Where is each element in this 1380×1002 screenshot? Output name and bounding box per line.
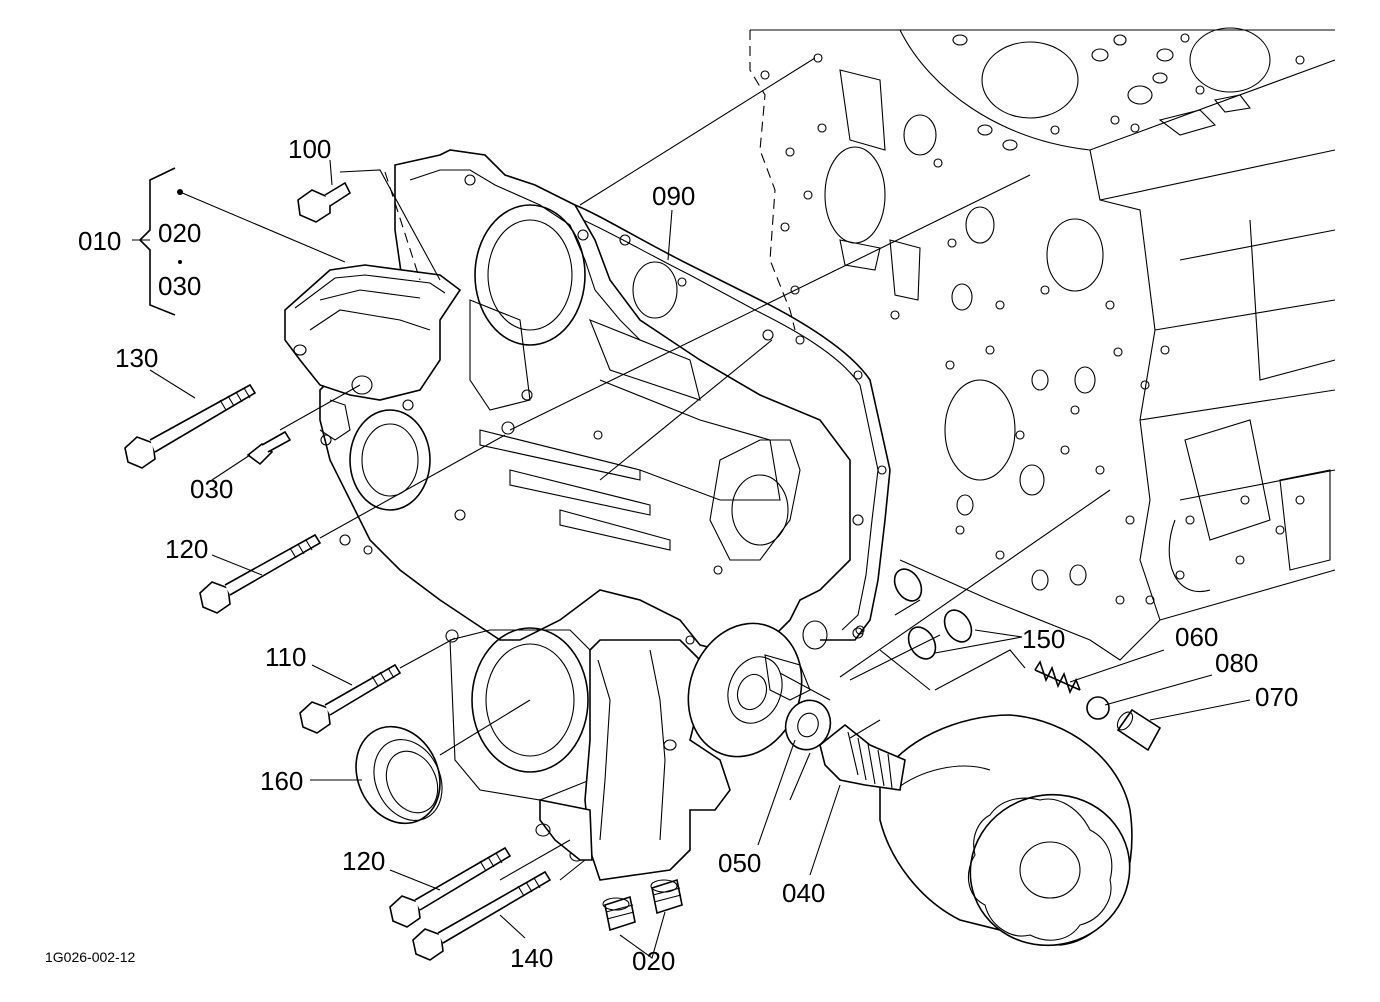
thermostat-housing-010 (284, 264, 462, 441)
bolt-100 (297, 181, 352, 223)
label-090: 090 (652, 181, 695, 211)
nipple-040 (819, 723, 906, 791)
o-rings-150 (893, 568, 973, 660)
label-070: 070 (1255, 682, 1298, 712)
part-labels: 010 020 030 100 090 130 030 120 110 160 … (45, 134, 1298, 976)
bolt-120-lower (389, 846, 512, 928)
label-010: 010 (78, 226, 121, 256)
bolt-140 (412, 870, 552, 961)
oil-seal-160 (355, 725, 443, 825)
label-160: 160 (260, 766, 303, 796)
gasket-090 (574, 204, 891, 641)
leader-lines (132, 159, 1251, 959)
label-020-group: 020 (158, 218, 201, 248)
label-150: 150 (1022, 624, 1065, 654)
gasket-050 (784, 699, 832, 751)
label-020: 020 (632, 946, 675, 976)
label-120-lower: 120 (342, 846, 385, 876)
label-040: 040 (782, 878, 825, 908)
bolt-130 (124, 383, 257, 469)
oil-filter-cartridge (879, 714, 1133, 947)
relief-valve-parts (1034, 660, 1162, 752)
bolt-120-upper (199, 533, 322, 614)
label-030: 030 (190, 474, 233, 504)
label-100: 100 (288, 134, 331, 164)
bolt-110 (299, 663, 402, 734)
label-080: 080 (1215, 648, 1258, 678)
plugs-020 (602, 878, 683, 932)
label-050: 050 (718, 848, 761, 878)
label-140: 140 (510, 943, 553, 973)
label-060: 060 (1175, 622, 1218, 652)
label-130: 130 (115, 343, 158, 373)
reference-code: 1G026-002-12 (45, 949, 136, 965)
label-030-group: 030 (158, 271, 201, 301)
label-120-upper: 120 (165, 534, 208, 564)
engine-block (749, 27, 1336, 661)
label-110: 110 (265, 642, 306, 672)
bolt-030 (246, 430, 292, 466)
gear-case (319, 149, 864, 881)
alignment-lines (179, 57, 1111, 881)
